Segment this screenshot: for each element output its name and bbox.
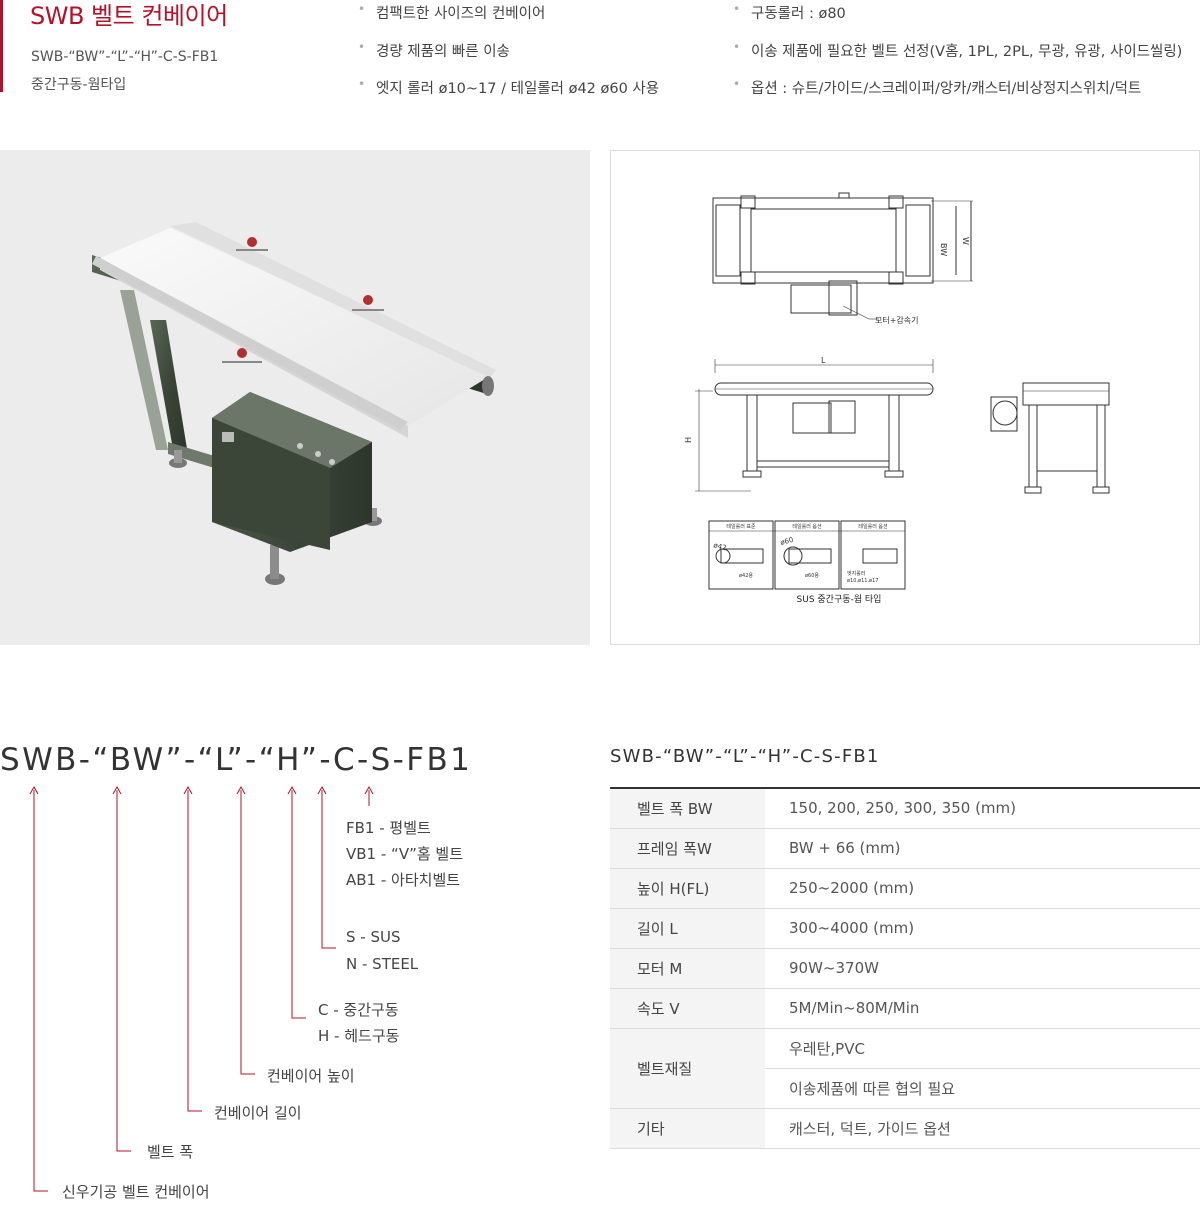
drawing-caption: SUS 중간구동-웜 타입 <box>797 593 882 605</box>
table-row: 길이 L 300~4000 (mm) <box>610 908 1200 949</box>
height-leader <box>240 790 255 1075</box>
belt-type-fb1: FB1 - 평벨트 <box>346 819 431 837</box>
tail-box-title: 테일롤러 표준 <box>726 523 756 530</box>
side-view <box>695 359 934 492</box>
conveyor-length: 컨베이어 길이 <box>214 1104 302 1122</box>
tail-box-note: 엣지롤러 <box>847 570 865 577</box>
spec-value: 90W~370W <box>765 948 1200 989</box>
tail-box-note: ø60용 <box>805 573 819 579</box>
feature-list-left: 컴팩트한 사이즈의 컨베이어 경량 제품의 빠른 이송 엣지 롤러 ø10~17… <box>358 2 659 115</box>
tail-box-note: ø10,ø11,ø17 <box>847 578 878 584</box>
feature-item: 경량 제품의 빠른 이송 <box>358 40 659 78</box>
tail-box-title: 테일롤러 옵션 <box>858 523 888 530</box>
drawing-svg: BW W 모터+감속기 L H <box>684 192 1110 605</box>
spec-value: 5M/Min~80M/Min <box>765 988 1200 1029</box>
spec-label: 기타 <box>610 1108 765 1149</box>
table-row: 기타 캐스터, 덕트, 가이드 옵션 <box>610 1108 1200 1149</box>
drive-leader <box>291 790 306 1019</box>
material-steel: N - STEEL <box>346 955 419 973</box>
feature-item: 엣지 롤러 ø10~17 / 테일롤러 ø42 ø60 사용 <box>358 77 659 115</box>
company-name: 신우기공 벨트 컨베이어 <box>62 1183 210 1201</box>
belt-type-ab1: AB1 - 아타치벨트 <box>346 871 461 889</box>
bw-dimension-label: BW <box>939 243 948 256</box>
motor-label: 모터+감속기 <box>875 315 919 325</box>
feature-item: 이송 제품에 필요한 벨트 선정(V홈, 1PL, 2PL, 무광, 유광, 사… <box>733 40 1182 78</box>
feature-list-right: 구동롤러 : ø80 이송 제품에 필요한 벨트 선정(V홈, 1PL, 2PL… <box>733 2 1182 115</box>
tail-box-dia: ø60 <box>779 536 794 547</box>
table-row: 속도 V 5M/Min~80M/Min <box>610 988 1200 1029</box>
length-leader <box>187 790 202 1112</box>
table-row: 벨트 폭 BW 150, 200, 250, 300, 350 (mm) <box>610 788 1200 829</box>
spec-value: 150, 200, 250, 300, 350 (mm) <box>765 788 1200 829</box>
table-row: 높이 H(FL) 250~2000 (mm) <box>610 868 1200 909</box>
l-dimension-label: L <box>821 356 826 365</box>
spec-value: 300~4000 (mm) <box>765 908 1200 949</box>
spec-label: 높이 H(FL) <box>610 868 765 909</box>
w-dimension-label: W <box>961 237 970 245</box>
feature-item: 구동롤러 : ø80 <box>733 2 1182 40</box>
tail-box-dia: ø42 <box>712 541 727 552</box>
drive-head: H - 헤드구동 <box>318 1027 400 1045</box>
model-subtitle: 중간구동-웜타입 <box>31 77 127 93</box>
spec-value: BW + 66 (mm) <box>765 828 1200 869</box>
spec-table: 벨트 폭 BW 150, 200, 250, 300, 350 (mm) 프레임… <box>610 787 1200 1149</box>
spec-value: 우레탄,PVC <box>765 1028 1200 1069</box>
page-title: SWB 벨트 컨베이어 <box>30 2 228 30</box>
table-row: 벨트재질 우레탄,PVC <box>610 1028 1200 1109</box>
table-row: 프레임 폭W BW + 66 (mm) <box>610 828 1200 869</box>
h-dimension-label: H <box>684 437 693 443</box>
title-accent-bar <box>0 0 3 92</box>
spec-label: 벨트 폭 BW <box>610 788 765 829</box>
spec-value: 캐스터, 덕트, 가이드 옵션 <box>765 1108 1200 1149</box>
belt-conveyor-illustration <box>92 222 496 585</box>
conveyor-height: 컨베이어 높이 <box>267 1067 355 1085</box>
technical-drawing: BW W 모터+감속기 L H <box>610 150 1200 645</box>
spec-label: 벨트재질 <box>610 1028 765 1109</box>
end-view <box>990 382 1110 494</box>
spec-label: 속도 V <box>610 988 765 1029</box>
material-leader <box>321 790 336 949</box>
product-photo <box>0 150 590 645</box>
drive-center: C - 중간구동 <box>318 1001 399 1019</box>
breakdown-lines <box>29 785 374 1192</box>
spec-label: 모터 M <box>610 948 765 989</box>
spec-label: 길이 L <box>610 908 765 949</box>
top-view <box>712 192 973 320</box>
tail-box-title: 테일롤러 옵션 <box>792 523 822 530</box>
material-sus: S - SUS <box>346 928 401 946</box>
feature-item: 컴팩트한 사이즈의 컨베이어 <box>358 2 659 40</box>
spec-title: SWB-“BW”-“L”-“H”-C-S-FB1 <box>610 746 880 767</box>
belt-type-vb1: VB1 - “V”홈 벨트 <box>346 845 464 863</box>
belt-width: 벨트 폭 <box>147 1143 194 1161</box>
width-leader <box>116 790 131 1152</box>
model-code: SWB-“BW”-“L”-“H”-C-S-FB1 <box>31 49 219 65</box>
feature-item: 옵션 : 슈트/가이드/스크레이퍼/앙카/캐스터/비상정지스위치/덕트 <box>733 77 1182 115</box>
spec-label: 프레임 폭W <box>610 828 765 869</box>
table-row: 모터 M 90W~370W <box>610 948 1200 989</box>
company-leader <box>33 790 48 1192</box>
tail-roller-options <box>708 520 906 590</box>
model-code-breakdown-title: SWB-“BW”-“L”-“H”-C-S-FB1 <box>0 742 473 778</box>
spec-value: 250~2000 (mm) <box>765 868 1200 909</box>
table-row: 이송제품에 따른 협의 필요 <box>610 1068 1200 1109</box>
spec-value: 이송제품에 따른 협의 필요 <box>765 1068 1200 1109</box>
tail-box-note: ø42용 <box>739 573 753 579</box>
